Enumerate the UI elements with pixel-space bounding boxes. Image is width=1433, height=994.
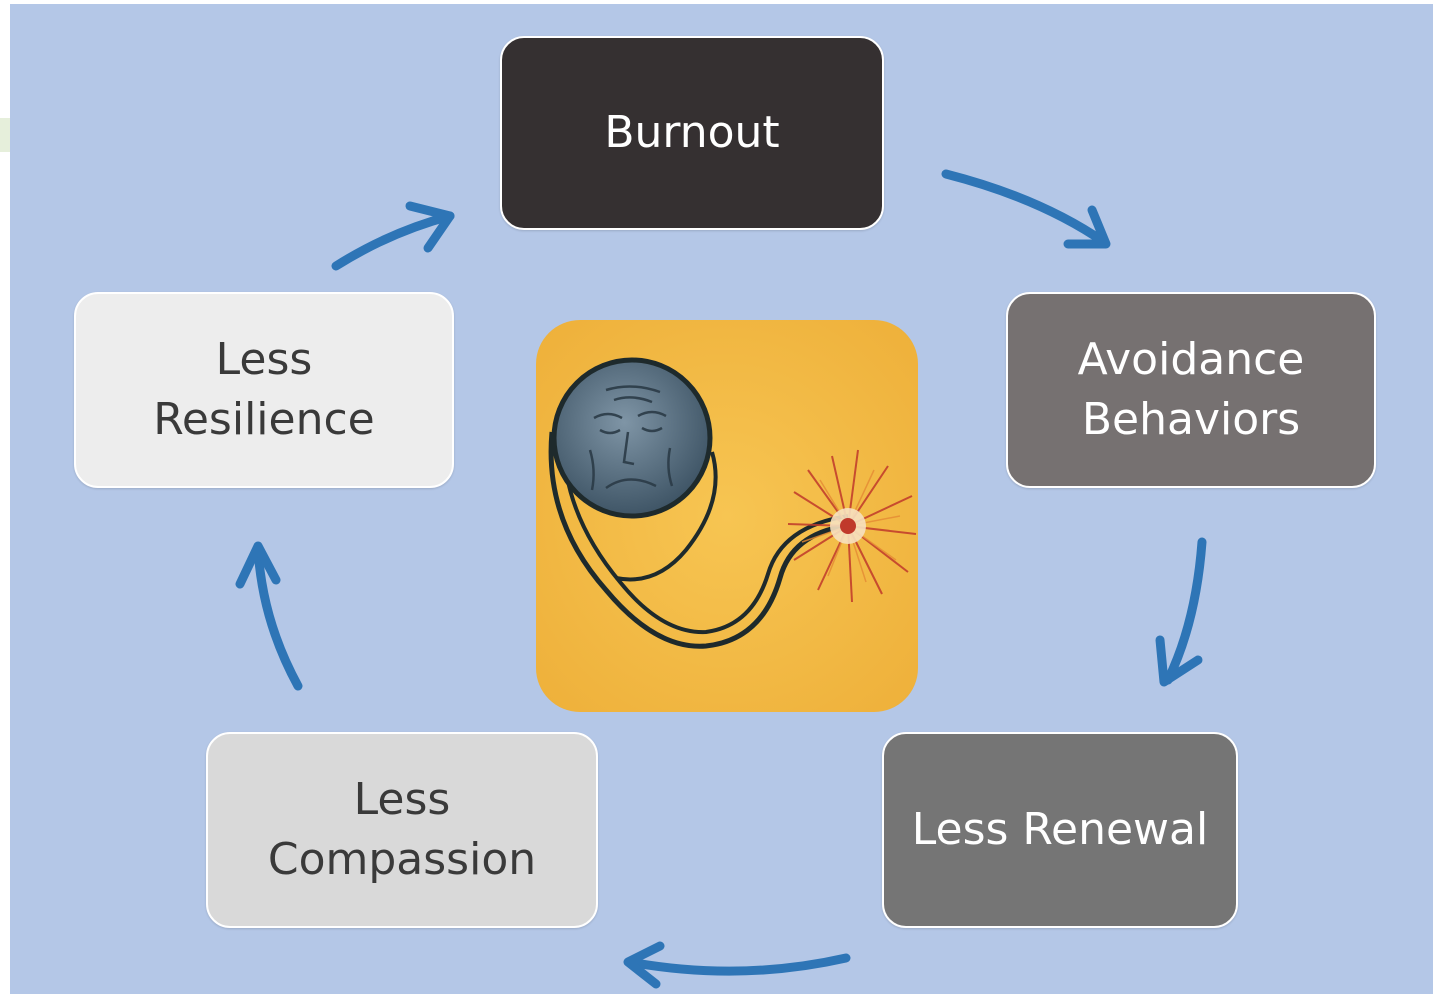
left-edge-strip [0, 118, 10, 152]
node-avoidance-behaviors: Avoidance Behaviors [1006, 292, 1376, 488]
sad-face [588, 385, 674, 491]
arrow-resilience-to-burnout [331, 201, 455, 271]
spark-burst [787, 449, 917, 603]
arrow-avoidance-to-renewal [1155, 537, 1207, 687]
wire-loop [615, 451, 718, 582]
wire-inner [561, 431, 849, 635]
arrow-renewal-to-compassion [623, 941, 851, 989]
node-burnout: Burnout [500, 36, 884, 230]
node-less-compassion: Less Compassion [206, 732, 598, 928]
arrow-compassion-to-resilience [235, 541, 303, 691]
node-less-renewal: Less Renewal [882, 732, 1238, 928]
wire-outer [548, 431, 847, 649]
node-less-resilience: Less Resilience [74, 292, 454, 488]
burnt-out-match-head-icon [536, 320, 918, 712]
arrow-burnout-to-avoidance [941, 169, 1111, 249]
match-head [551, 357, 713, 519]
